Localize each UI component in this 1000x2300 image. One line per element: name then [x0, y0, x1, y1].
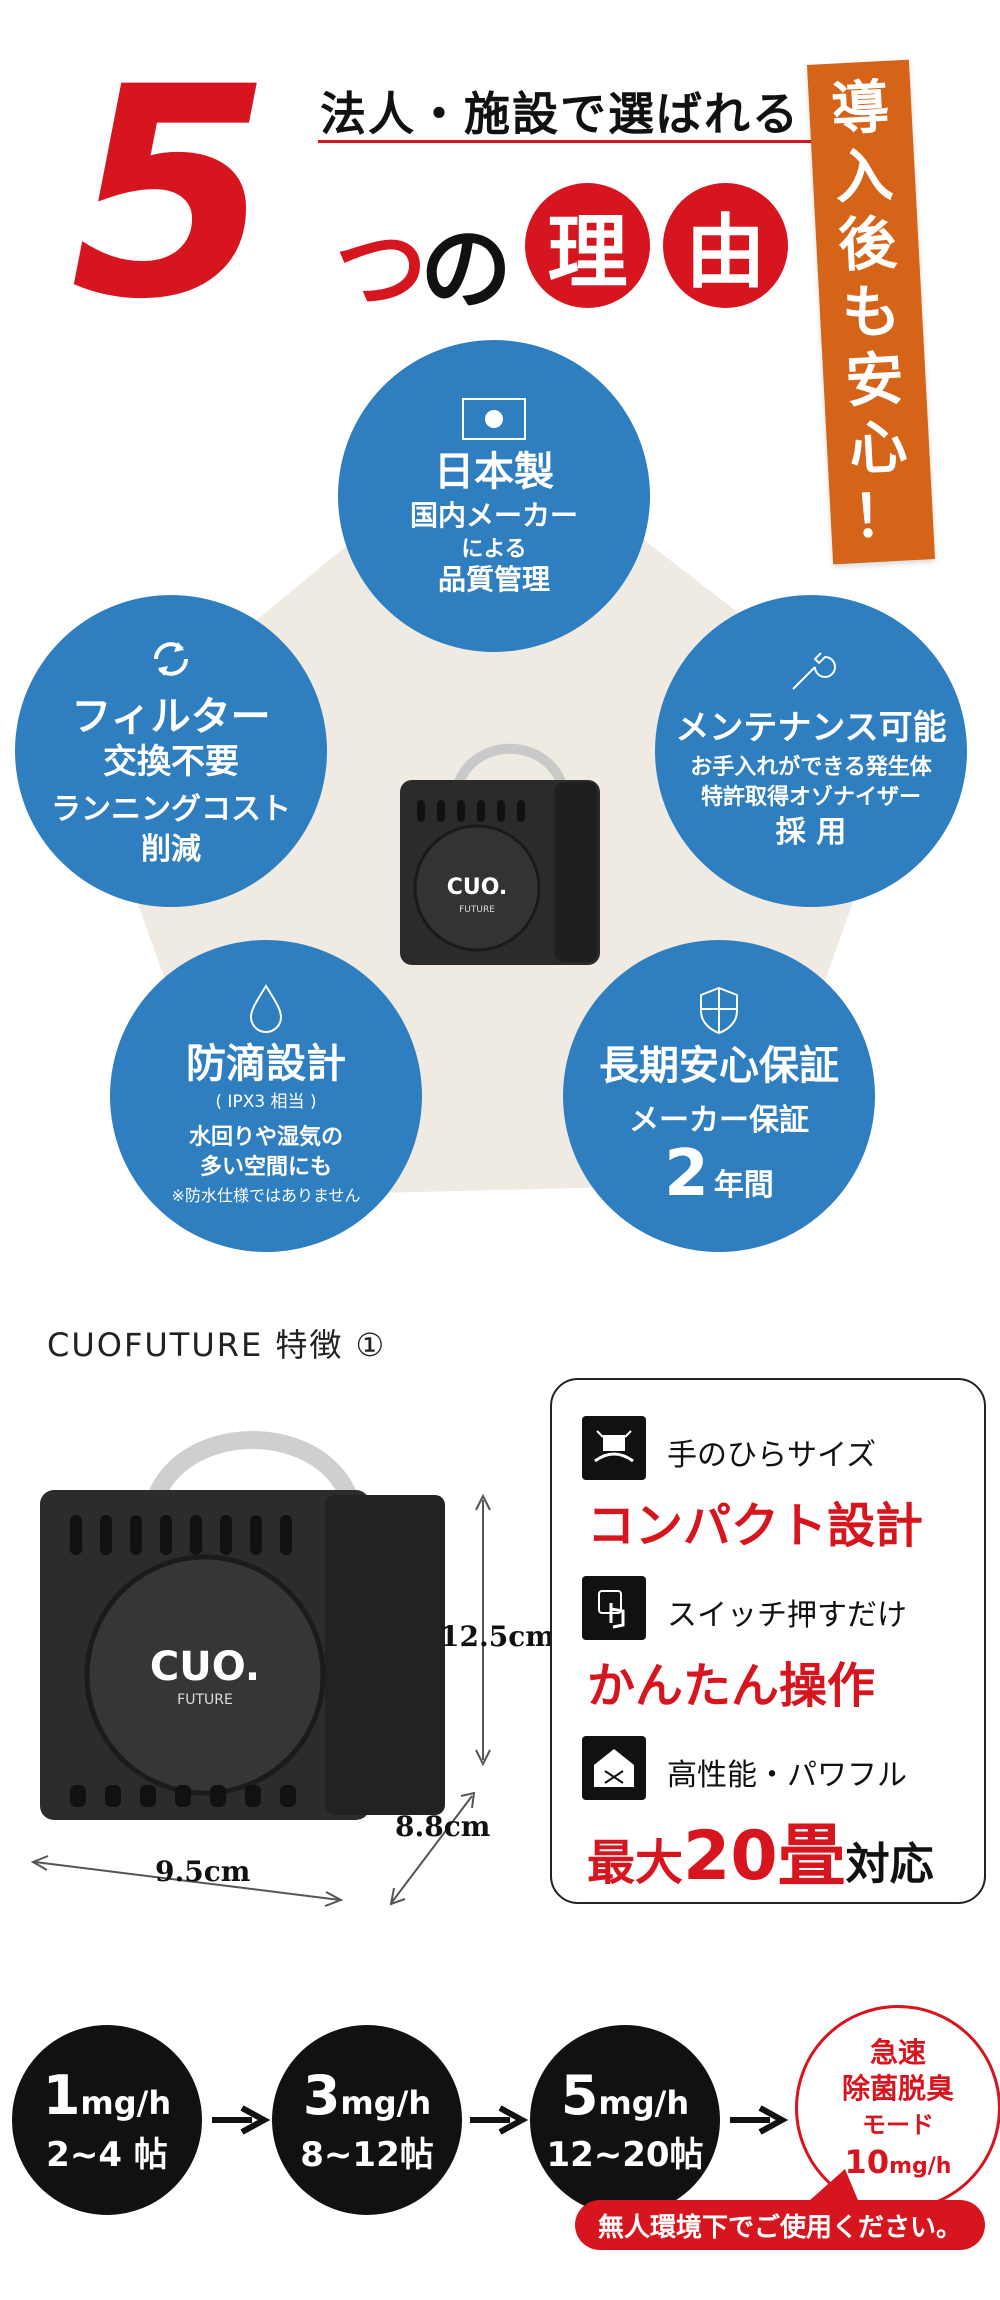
- banner-char: 後: [836, 208, 899, 280]
- shield-icon: [700, 986, 738, 1035]
- box-item-headline: 最大20畳対応: [587, 1800, 934, 1899]
- feature-text: メーカー保証: [629, 1103, 809, 1138]
- headline-underline: [318, 140, 823, 143]
- feature-text: 削減: [141, 832, 201, 867]
- section-title: CUOFUTURE 特徴 ①: [47, 1326, 387, 1364]
- feature-text: 国内メーカー: [409, 499, 578, 532]
- feature-no-filter: フィルター 交換不要 ランニングコスト 削減: [15, 595, 327, 907]
- headline: 法人・施設で選ばれる: [320, 87, 800, 141]
- big-five: 5: [70, 26, 272, 363]
- max-tatami: 20畳: [683, 1817, 846, 1896]
- palm-size-icon: [582, 1416, 646, 1480]
- wrench-icon: [792, 652, 836, 690]
- dimension-width: 9.5cm: [155, 1855, 251, 1888]
- mode-unit: mg/h: [80, 2084, 172, 2122]
- water-drop-icon: [249, 984, 283, 1033]
- banner-char: 入: [833, 140, 895, 212]
- rapid-label: モード: [862, 2111, 934, 2139]
- feature-text: 多い空間にも: [199, 1155, 332, 1180]
- box-item-headline: コンパクト設計: [587, 1498, 924, 1554]
- dimension-lines: [30, 1493, 491, 1907]
- max-label: 最大: [587, 1835, 684, 1891]
- feature-text: お手入れができる発生体: [690, 755, 932, 780]
- feature-title: フィルター: [71, 694, 271, 740]
- feature-note: ※防水仕様ではありません: [171, 1186, 361, 1205]
- mode-num: 1: [42, 2064, 81, 2127]
- dimension-height: 12.5cm: [440, 1620, 555, 1653]
- mode-unit: mg/h: [598, 2084, 690, 2122]
- mode-range: 2~4 帖: [46, 2135, 168, 2175]
- feature-text: ランニングコスト: [51, 792, 291, 827]
- feature-title: 防滴設計: [186, 1041, 346, 1087]
- arrow-right-icon: [730, 2105, 788, 2135]
- switch-press-icon: [582, 1576, 646, 1640]
- support-label: 対応: [845, 1839, 934, 1890]
- device-logo-sub: FUTURE: [459, 905, 495, 915]
- device-image-small: CUO. FUTURE: [400, 743, 600, 965]
- mode-num: 5: [560, 2064, 599, 2127]
- box-item-small: 手のひらサイズ: [667, 1438, 877, 1473]
- rapid-label: 除菌脱臭: [841, 2072, 954, 2105]
- mode-circle-2: 3mg/h 8~12帖: [272, 2025, 462, 2215]
- japan-flag-icon: [462, 398, 526, 440]
- rapid-num: 10: [844, 2143, 890, 2181]
- rapid-mode-circle: 急速 除菌脱臭 モード 10mg/h: [795, 2005, 1000, 2211]
- feature-title: メンテナンス可能: [675, 708, 947, 748]
- feature-text: 水回りや湿気の: [188, 1125, 343, 1150]
- arrow-right-icon: [212, 2105, 270, 2135]
- device-image-large: CUO. FUTURE: [40, 1431, 445, 1820]
- particle-no: の: [420, 216, 513, 323]
- mode-unit: mg/h: [340, 2084, 432, 2122]
- feature-text: 特許取得オゾナイザー: [700, 785, 921, 810]
- feature-title: 長期安心保証: [599, 1043, 839, 1089]
- guarantee-years-number: 2: [664, 1137, 709, 1211]
- box-item-small: 高性能・パワフル: [667, 1758, 907, 1793]
- box-item-small: スイッチ押すだけ: [667, 1598, 907, 1633]
- room-power-icon: [582, 1736, 646, 1800]
- reason-char-1: 理: [525, 183, 650, 308]
- callout-pointer: [800, 2169, 860, 2209]
- rapid-unit: mg/h: [889, 2154, 952, 2179]
- feature-long-guarantee: 長期安心保証 メーカー保証 2 年間: [563, 940, 875, 1252]
- feature-box: 手のひらサイズ コンパクト設計 スイッチ押すだけ かんたん操作 高性能・パワフル…: [550, 1378, 986, 1904]
- feature-drip-proof: 防滴設計 ( IPX3 相当 ) 水回りや湿気の 多い空間にも ※防水仕様ではあ…: [110, 940, 422, 1252]
- rapid-label: 急速: [869, 2036, 926, 2069]
- mode-circle-1: 1mg/h 2~4 帖: [12, 2025, 202, 2215]
- device-logo-sub: FUTURE: [177, 1692, 233, 1708]
- feature-title-2: 交換不要: [103, 742, 239, 782]
- arrow-right-icon: [470, 2105, 528, 2135]
- feature-title: 日本製: [434, 449, 554, 495]
- feature-made-in-japan: 日本製 国内メーカー による 品質管理: [338, 340, 650, 652]
- reason-char-2: 由: [663, 183, 788, 308]
- box-item-headline: かんたん操作: [587, 1658, 876, 1714]
- feature-maintenance: メンテナンス可能 お手入れができる発生体 特許取得オゾナイザー 採 用: [655, 595, 967, 907]
- mode-range: 12~20帖: [546, 2135, 704, 2175]
- feature-text: 採 用: [775, 815, 847, 850]
- mode-num: 3: [302, 2064, 341, 2127]
- mode-circle-3: 5mg/h 12~20帖: [530, 2025, 720, 2215]
- counter-tsu: つ: [335, 216, 428, 323]
- feature-text: による: [461, 537, 527, 562]
- usage-notice: 無人環境下でご使用ください。: [575, 2200, 985, 2250]
- banner-char: 導: [829, 72, 892, 144]
- dimension-depth: 8.8cm: [395, 1810, 491, 1843]
- recycle-icon: [154, 642, 188, 676]
- feature-subtitle: ( IPX3 相当 ): [215, 1092, 317, 1112]
- feature-text: 品質管理: [437, 563, 550, 596]
- device-logo: CUO.: [150, 1644, 260, 1690]
- mode-range: 8~12帖: [300, 2135, 434, 2175]
- device-logo: CUO.: [447, 875, 508, 900]
- guarantee-years-unit: 年間: [713, 1168, 774, 1203]
